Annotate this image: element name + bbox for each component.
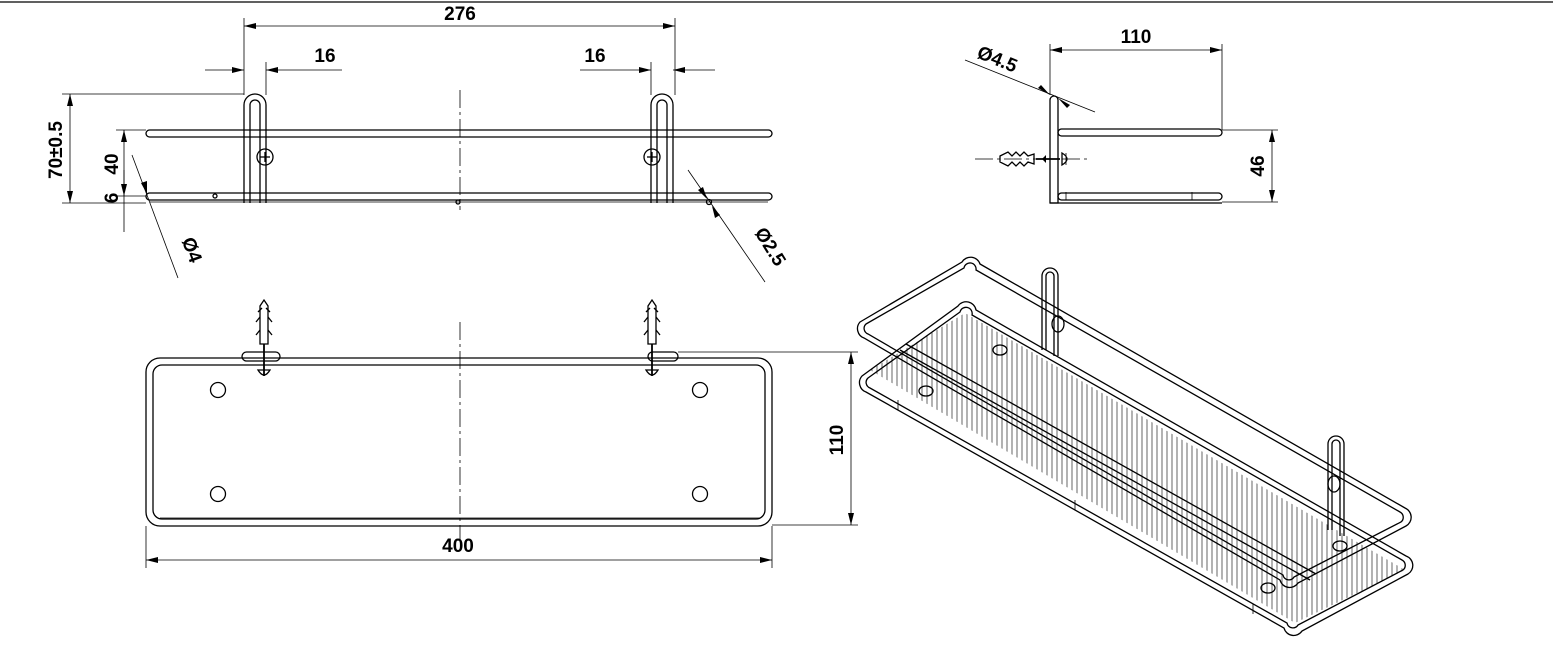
front-right-screw bbox=[643, 148, 661, 166]
side-view: 110 Ø4.5 46 bbox=[964, 27, 1278, 204]
top-hole-1 bbox=[209, 381, 227, 399]
iso-left-hook bbox=[1041, 267, 1059, 356]
top-hole-2 bbox=[691, 381, 709, 399]
front-right-hook-outer bbox=[650, 93, 674, 203]
iso-bottom-frame-outer bbox=[858, 301, 1414, 637]
dim-70-label: 70±0.5 bbox=[46, 121, 67, 179]
iso-mesh-base bbox=[870, 313, 1405, 623]
top-right-tab bbox=[647, 351, 679, 362]
dim-276-label: 276 bbox=[444, 4, 476, 25]
dim-40-label: 40 bbox=[102, 153, 123, 174]
front-left-hook-inner bbox=[249, 99, 261, 203]
dim-top-110-label: 110 bbox=[827, 425, 848, 456]
iso-right-hook bbox=[1327, 435, 1345, 536]
dim-dia4-leader bbox=[131, 154, 179, 279]
iso-hole-4 bbox=[1260, 582, 1276, 594]
dim-6-label: 6 bbox=[102, 193, 123, 204]
front-right-hook-inner bbox=[656, 99, 668, 203]
iso-hole-2 bbox=[918, 385, 934, 397]
top-hole-4 bbox=[691, 485, 709, 503]
iso-top-frame-outer bbox=[856, 256, 1412, 589]
dim-dia45-leader bbox=[964, 59, 1096, 113]
side-wall-anchor bbox=[975, 151, 1090, 167]
dim-400-label: 400 bbox=[442, 536, 474, 557]
side-top-rail bbox=[1057, 128, 1223, 137]
dim-16-right-label: 16 bbox=[584, 46, 605, 67]
side-bottom-rail bbox=[1057, 192, 1223, 201]
front-left-hook-outer bbox=[243, 93, 267, 203]
dim-dia45-label: Ø4.5 bbox=[974, 42, 1020, 77]
top-view: 110 400 bbox=[145, 298, 858, 568]
dim-16-left-label: 16 bbox=[314, 46, 335, 67]
front-left-screw bbox=[256, 148, 274, 166]
dim-dia25-leader bbox=[687, 169, 766, 283]
top-left-anchor bbox=[255, 298, 273, 376]
front-top-rail bbox=[145, 129, 773, 138]
top-outer-frame bbox=[145, 357, 773, 527]
isometric-view bbox=[856, 256, 1414, 637]
front-view: 276 16 16 70±0.5 40 6 Ø4 bbox=[46, 4, 790, 283]
dim-46-label: 46 bbox=[1248, 155, 1269, 176]
dim-dia4-label: Ø4 bbox=[177, 235, 206, 266]
front-bottom-rail bbox=[145, 192, 773, 201]
dim-side-110-label: 110 bbox=[1121, 27, 1152, 48]
iso-hole-1 bbox=[992, 344, 1008, 356]
top-right-anchor bbox=[643, 298, 661, 376]
top-left-tab bbox=[241, 351, 281, 362]
iso-hole-3 bbox=[1332, 540, 1348, 552]
top-hole-3 bbox=[209, 485, 227, 503]
top-inner-frame bbox=[152, 364, 766, 520]
side-hook bbox=[1049, 95, 1059, 204]
dim-dia25-label: Ø2.5 bbox=[750, 224, 790, 270]
